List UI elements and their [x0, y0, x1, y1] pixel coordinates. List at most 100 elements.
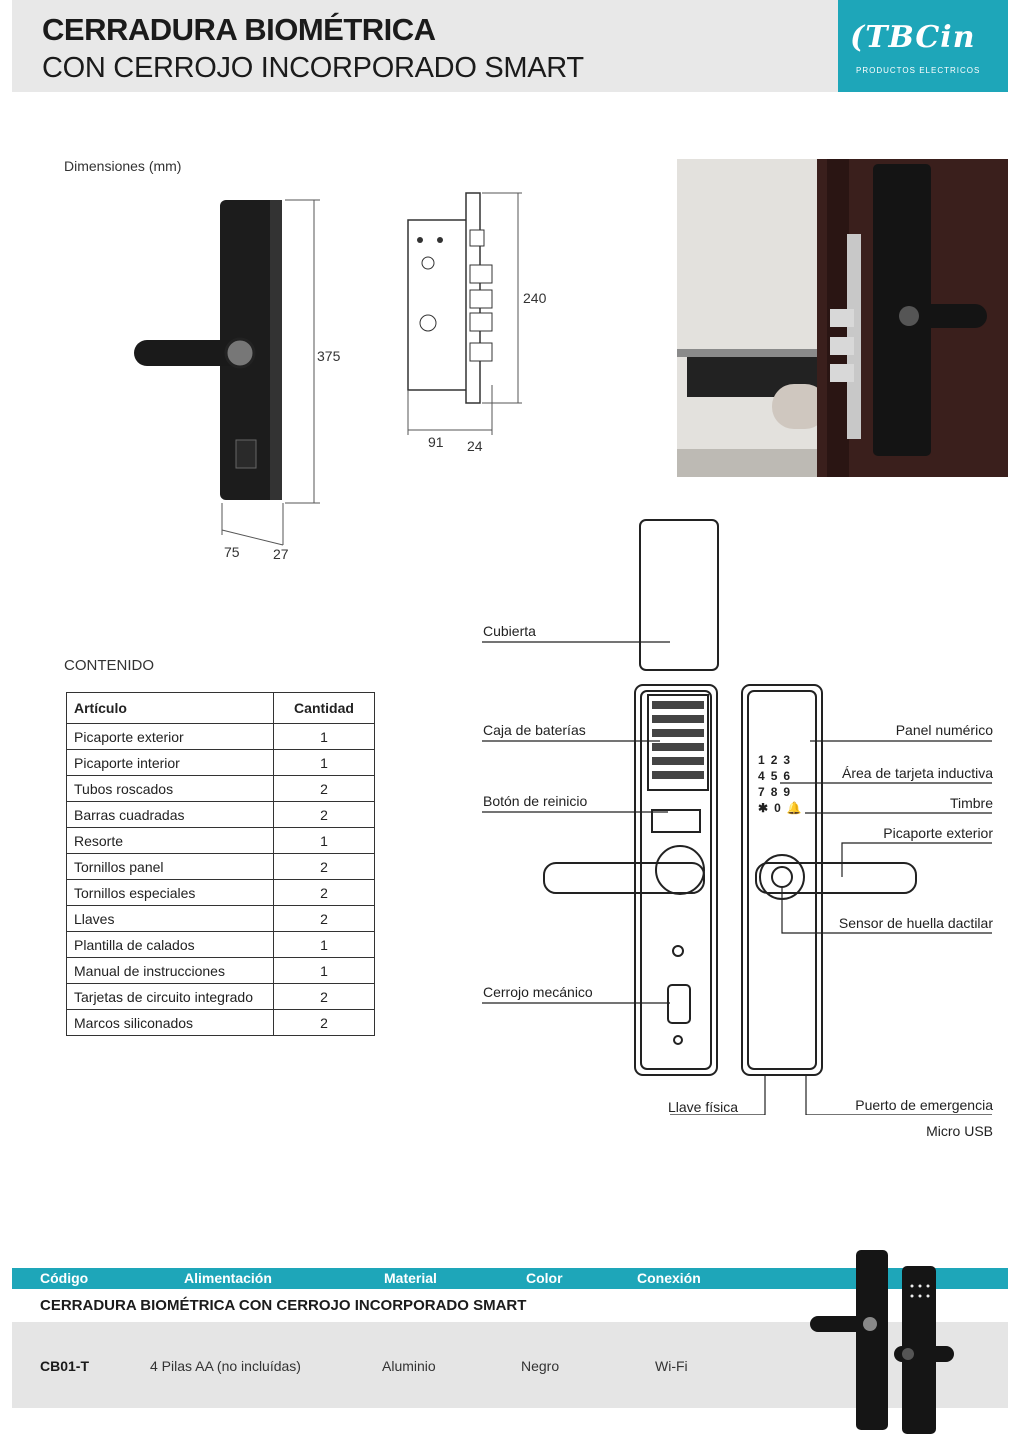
spec-header-bar — [12, 1268, 1008, 1289]
lock-body — [407, 219, 473, 391]
dim-lock-width: 91 — [428, 434, 444, 450]
qty-cell: 1 — [273, 957, 375, 984]
col-item-header: Artículo — [66, 692, 274, 724]
col-qty-header: Cantidad — [273, 692, 375, 724]
cover-drawing — [639, 519, 719, 671]
label-caja-baterias: Caja de baterías — [483, 722, 586, 738]
label-cubierta: Cubierta — [483, 623, 536, 639]
dim-handle-height: 375 — [317, 348, 341, 364]
qty-cell: 1 — [273, 827, 375, 854]
spec-header-color: Color — [526, 1270, 563, 1286]
page-title: CERRADURA BIOMÉTRICA — [42, 12, 436, 47]
item-cell: Llaves — [66, 905, 274, 932]
item-cell: Barras cuadradas — [66, 801, 274, 828]
dimensions-label: Dimensiones (mm) — [64, 158, 182, 174]
dim-handle-width: 75 — [224, 544, 240, 560]
label-cerrojo-mecanico: Cerrojo mecánico — [483, 984, 593, 1000]
keypad: 123 456 789 ✱0🔔 — [758, 752, 808, 816]
spec-color: Negro — [521, 1358, 560, 1374]
label-panel-numerico: Panel numérico — [895, 722, 993, 738]
key-7: 7 — [758, 785, 771, 799]
item-cell: Manual de instrucciones — [66, 957, 274, 984]
item-cell: Picaporte exterior — [66, 723, 274, 750]
key-4: 4 — [758, 769, 771, 783]
parts-diagram — [482, 519, 992, 1115]
back-unit-drawing — [634, 684, 718, 1076]
dim-lock-depth: 24 — [467, 438, 483, 454]
lever-handle — [134, 340, 244, 366]
label-picaporte-exterior: Picaporte exterior — [883, 825, 993, 841]
key-5: 5 — [770, 769, 784, 783]
qty-cell: 2 — [273, 775, 375, 802]
label-area-tarjeta: Área de tarjeta inductiva — [842, 765, 993, 781]
item-cell: Tornillos especiales — [66, 879, 274, 906]
qty-cell: 2 — [273, 983, 375, 1010]
front-unit-drawing — [741, 684, 823, 1076]
handle-dimension-drawing — [134, 199, 320, 546]
dim-handle-depth: 27 — [273, 546, 289, 562]
item-cell: Plantilla de calados — [66, 931, 274, 958]
spec-header-material: Material — [384, 1270, 437, 1286]
spec-row — [12, 1322, 1008, 1408]
qty-cell: 2 — [273, 905, 375, 932]
spec-header-codigo: Código — [40, 1270, 89, 1286]
label-timbre: Timbre — [949, 795, 993, 811]
label-llave-fisica: Llave física — [668, 1099, 739, 1115]
label-micro-usb: Micro USB — [926, 1123, 993, 1139]
bell-icon: 🔔 — [786, 801, 808, 815]
item-cell: Picaporte interior — [66, 749, 274, 776]
key-9: 9 — [783, 785, 797, 799]
qty-cell: 2 — [273, 1009, 375, 1036]
label-sensor-huella: Sensor de huella dactilar — [838, 915, 993, 931]
qty-cell: 2 — [273, 879, 375, 906]
product-photo — [677, 159, 1008, 477]
dim-lock-height: 240 — [523, 290, 547, 306]
lock-body-dimension-drawing — [407, 192, 522, 435]
page-subtitle: CON CERROJO INCORPORADO SMART — [42, 52, 584, 84]
qty-cell: 2 — [273, 801, 375, 828]
spec-header-alimentacion: Alimentación — [184, 1270, 272, 1286]
key-1: 1 — [758, 753, 771, 767]
item-cell: Resorte — [66, 827, 274, 854]
key-6: 6 — [783, 769, 797, 783]
contents-title: CONTENIDO — [64, 657, 154, 674]
qty-cell: 1 — [273, 723, 375, 750]
spec-material: Aluminio — [382, 1358, 436, 1374]
item-cell: Tornillos panel — [66, 853, 274, 880]
spec-code: CB01-T — [40, 1358, 90, 1374]
label-boton-reinicio: Botón de reinicio — [483, 793, 588, 809]
cylinder-slot — [235, 439, 257, 469]
spec-header-conexion: Conexión — [637, 1270, 701, 1286]
qty-cell: 1 — [273, 931, 375, 958]
key-2: 2 — [770, 753, 784, 767]
item-cell: Tubos roscados — [66, 775, 274, 802]
item-cell: Marcos siliconados — [66, 1009, 274, 1036]
key-0: 0 — [774, 801, 787, 815]
key-star: ✱ — [758, 801, 775, 815]
product-thumbnail — [810, 1250, 954, 1434]
spec-power: 4 Pilas AA (no incluídas) — [150, 1358, 301, 1374]
spec-product-name: CERRADURA BIOMÉTRICA CON CERROJO INCORPO… — [40, 1297, 527, 1314]
qty-cell: 1 — [273, 749, 375, 776]
label-puerto-emergencia: Puerto de emergencia — [855, 1097, 993, 1113]
logo-text: (TBCin — [850, 20, 976, 55]
handle-rosette — [224, 337, 256, 369]
page-header — [12, 0, 838, 92]
spec-connection: Wi-Fi — [655, 1358, 688, 1374]
key-3: 3 — [783, 753, 797, 767]
brand-logo: (TBCin PRODUCTOS ELECTRICOS — [838, 0, 1008, 92]
table-header-row: Artículo Cantidad — [66, 692, 375, 724]
